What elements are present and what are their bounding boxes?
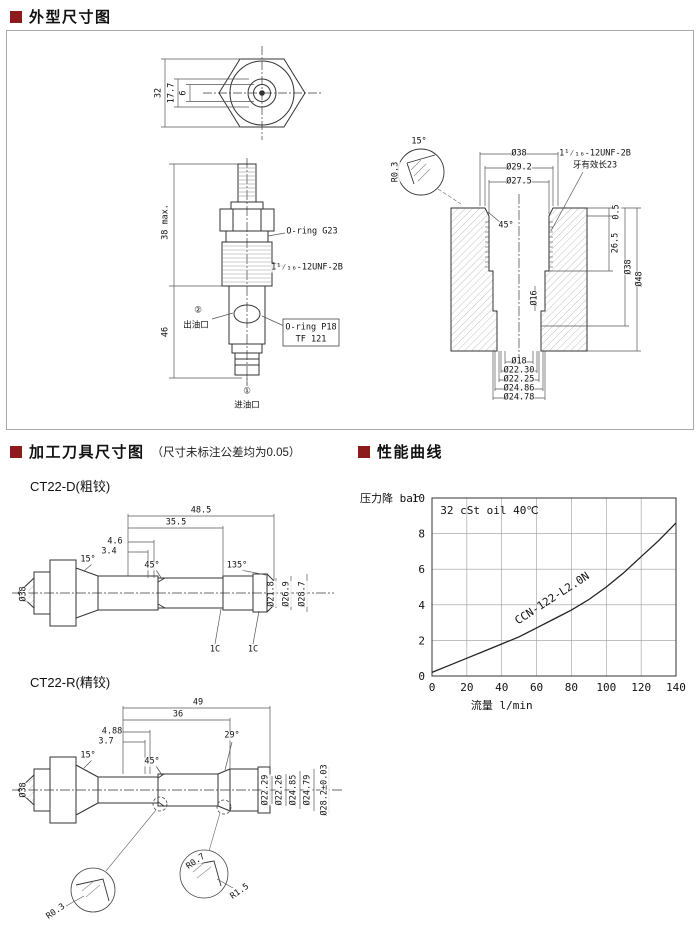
- dim-label: 4.6: [107, 536, 123, 547]
- x-tick-label: 100: [596, 681, 616, 694]
- section-header-curve: 性能曲线: [358, 441, 443, 462]
- dim-label: 1¹⁄₁₆-12UNF-2B: [271, 262, 343, 273]
- dim-label: Ø24.79: [302, 774, 313, 806]
- dim-label: 135°: [226, 560, 248, 571]
- dim-label: 3.4: [101, 546, 117, 557]
- dim-label: Ø28.2±0.03: [319, 764, 330, 816]
- dim-label: O-ring P18: [285, 322, 337, 333]
- ct22r-reamer-drawing: [12, 706, 342, 913]
- dim-label: 46: [160, 326, 171, 338]
- valve-side-view: 38 max. 46 O-ring G23 1¹⁄₁₆-12UNF-2B ② 出油口 O-r…: [152, 156, 343, 416]
- dim-label: 牙有效长23: [572, 160, 618, 171]
- dim-label: ①: [243, 386, 251, 397]
- chart-annotation: 32 cSt oil 40℃: [440, 504, 538, 517]
- dim-label: ②: [194, 305, 202, 316]
- dim-label: Ø38: [511, 148, 527, 159]
- dim-label: Ø27.5: [506, 176, 532, 187]
- dim-label: 36: [172, 709, 184, 720]
- dim-label: 1C: [247, 644, 259, 655]
- dim-label: 4.88: [101, 726, 123, 737]
- dim-label: Ø38: [18, 586, 29, 602]
- y-axis-label: 压力降 bar: [360, 491, 420, 505]
- dim-label: Ø18: [511, 356, 527, 367]
- x-tick-label: 60: [530, 681, 543, 694]
- dim-label: Ø24.85: [288, 774, 299, 806]
- x-tick-label: 20: [460, 681, 473, 694]
- dim-label: 48.5: [190, 505, 212, 516]
- valve-side-view-drawing: [169, 158, 340, 386]
- dim-label: 45°: [144, 756, 160, 767]
- dim-label: Ø22.25: [503, 374, 535, 385]
- x-axis-label: 流量 l/min: [471, 698, 533, 712]
- dim-label: Ø22.26: [274, 774, 285, 806]
- section-bullet-icon: [10, 445, 22, 458]
- dim-label: Ø38: [623, 259, 634, 275]
- plot-border: [431, 497, 677, 677]
- dim-label: Ø48: [634, 271, 645, 287]
- dim-label: 3.7: [98, 736, 114, 747]
- section-bullet-icon: [10, 10, 22, 23]
- ct22d-label: CT22-D(粗铰): [30, 479, 111, 494]
- x-tick-label: 80: [565, 681, 578, 694]
- ct22r-label: CT22-R(精铰): [30, 675, 111, 690]
- dim-label: 32: [153, 87, 164, 99]
- dim-label: 15°: [80, 554, 96, 565]
- section-bullet-icon: [358, 445, 370, 458]
- y-tick-label: 6: [418, 563, 425, 576]
- dim-label: 17.7: [166, 82, 177, 104]
- dim-label: 进油口: [234, 400, 260, 411]
- section-title-curve: 性能曲线: [377, 444, 444, 461]
- dim-label: 1C: [209, 644, 221, 655]
- dim-label: Ø16: [529, 290, 540, 306]
- valve-top-view-drawing: [161, 46, 321, 140]
- dim-label: 45°: [144, 560, 160, 571]
- x-tick-label: 120: [631, 681, 651, 694]
- chart-annotation: CCN-122-L2.0N: [512, 569, 591, 627]
- dim-label: Ø28.7: [297, 581, 308, 607]
- dim-label: Ø21.8: [266, 581, 277, 607]
- dim-label: Ø24.86: [503, 383, 535, 394]
- x-tick-label: 0: [429, 681, 436, 694]
- x-tick-label: 140: [666, 681, 686, 694]
- section-title-tool: 加工刀具尺寸图: [29, 444, 145, 461]
- dim-label: 45°: [498, 220, 514, 231]
- y-tick-label: 4: [418, 599, 425, 612]
- y-tick-label: 8: [418, 528, 425, 541]
- section-header-tool: 加工刀具尺寸图 （尺寸未标注公差均为0.05）: [10, 441, 300, 462]
- curve-line: [431, 522, 677, 674]
- dim-label: Ø22.30: [503, 365, 535, 376]
- section-header-outline: 外型尺寸图: [10, 6, 112, 27]
- x-tick-label: 40: [495, 681, 508, 694]
- dim-label: 38 max.: [160, 204, 171, 240]
- dim-label: 35.5: [165, 517, 187, 528]
- y-tick-label: 0: [418, 670, 425, 683]
- dim-label: 26.5: [610, 232, 621, 254]
- dim-label: Ø26.9: [281, 581, 292, 607]
- dim-label: 49: [192, 697, 204, 708]
- tool-tolerance-note: （尺寸未标注公差均为0.05）: [151, 446, 301, 459]
- y-tick-label: 2: [418, 634, 425, 647]
- dim-label: Ø29.2: [506, 162, 532, 173]
- y-tick-label: 10: [412, 492, 425, 505]
- dim-label: Ø38: [18, 782, 29, 798]
- dim-label: 0.5: [611, 204, 622, 220]
- dim-label: 29°: [224, 730, 240, 741]
- dim-label: 15°: [80, 750, 96, 761]
- dim-label: R0.3: [390, 161, 401, 183]
- dim-label: 15°: [411, 136, 427, 147]
- dim-label: Ø24.78: [503, 392, 535, 403]
- dim-label: 出油口: [183, 320, 209, 331]
- dim-label: 1¹⁄₁₆-12UNF-2B: [559, 148, 631, 159]
- dim-label: 6: [178, 90, 189, 96]
- dim-label: O-ring G23: [286, 226, 338, 237]
- dim-label: Ø22.29: [260, 774, 271, 806]
- section-title-outline: 外型尺寸图: [29, 9, 112, 26]
- dim-label: TF 121: [295, 334, 327, 345]
